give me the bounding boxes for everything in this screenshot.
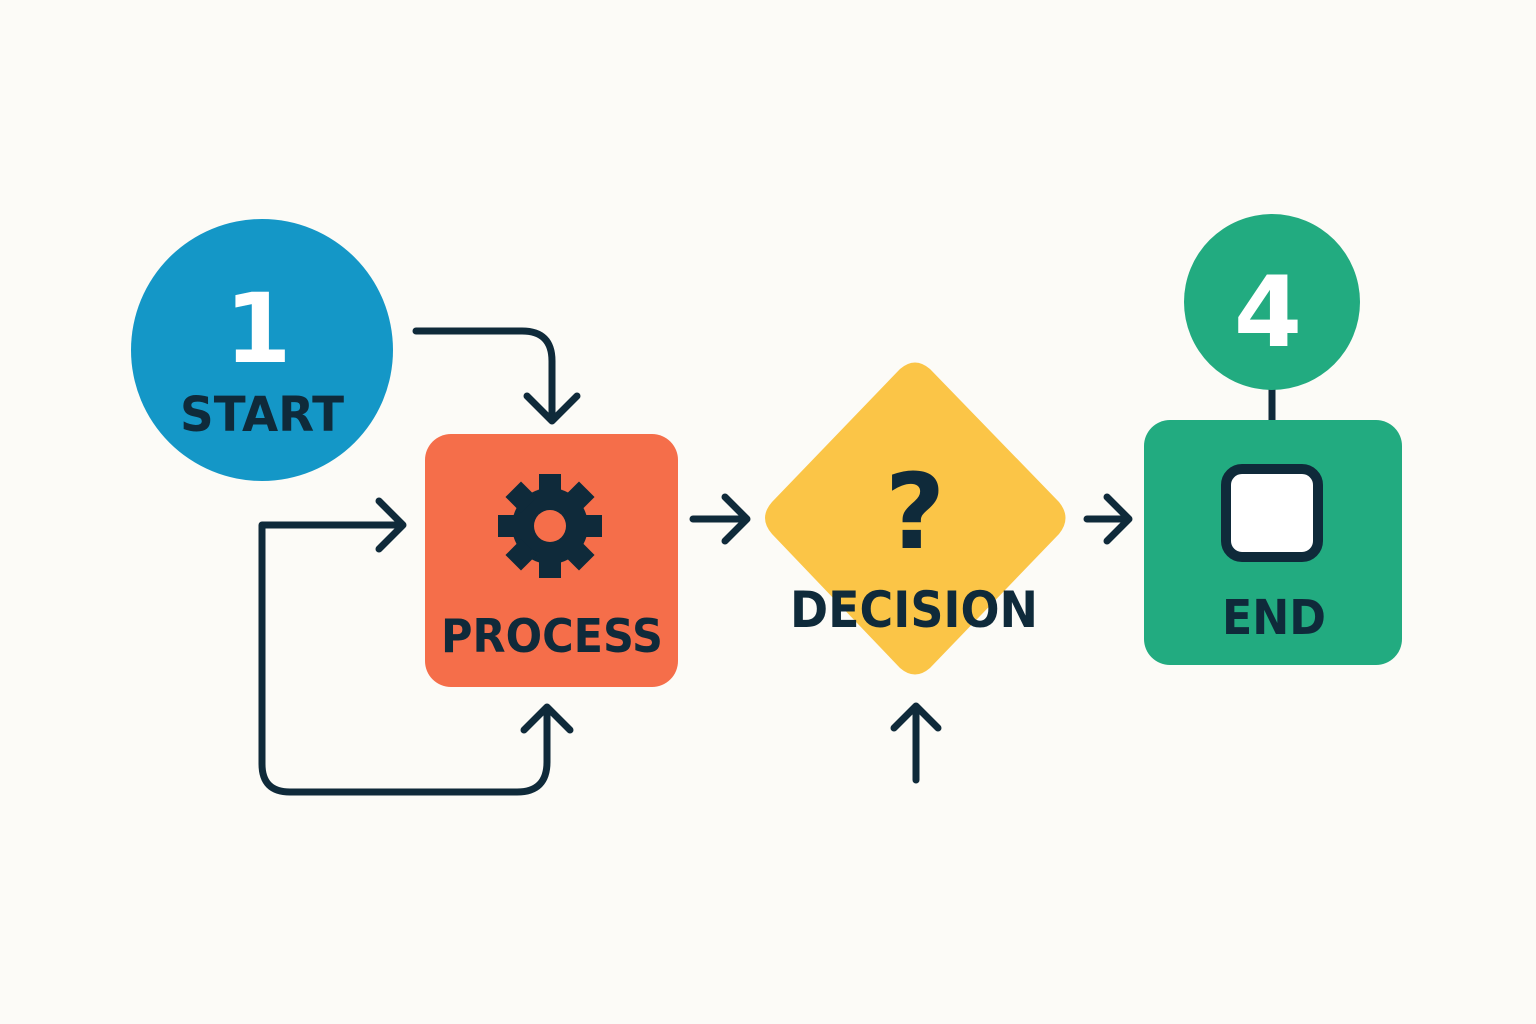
end-number: 4 (1234, 256, 1302, 370)
stop-square-icon (1221, 464, 1323, 562)
arrowhead-start-to-process (523, 392, 581, 425)
decision-symbol: ? (885, 451, 945, 573)
decision-diamond (765, 362, 1066, 675)
end-badge-circle (1184, 214, 1360, 390)
gear-icon (498, 474, 602, 578)
start-node[interactable]: 1 START (131, 219, 393, 481)
connector-loop-back (258, 521, 551, 796)
arrowhead-process-to-decision (721, 493, 751, 545)
decision-label: DECISION (790, 581, 1038, 639)
arrowhead-loop-left (375, 497, 407, 553)
start-label: START (180, 387, 344, 443)
decision-node[interactable]: ? DECISION (765, 362, 1066, 675)
end-label: END (1222, 590, 1326, 646)
connector-start-to-process (412, 327, 556, 420)
end-badge: 4 (1184, 214, 1360, 390)
start-number: 1 (225, 273, 292, 385)
arrowhead-up-to-decision (890, 702, 942, 732)
arrowhead-decision-to-end (1103, 493, 1133, 545)
end-node[interactable]: END (1144, 420, 1402, 665)
process-label: PROCESS (441, 609, 663, 663)
arrowhead-loop-bottom (520, 703, 574, 734)
start-circle (131, 219, 393, 481)
process-node[interactable]: PROCESS (425, 434, 678, 687)
